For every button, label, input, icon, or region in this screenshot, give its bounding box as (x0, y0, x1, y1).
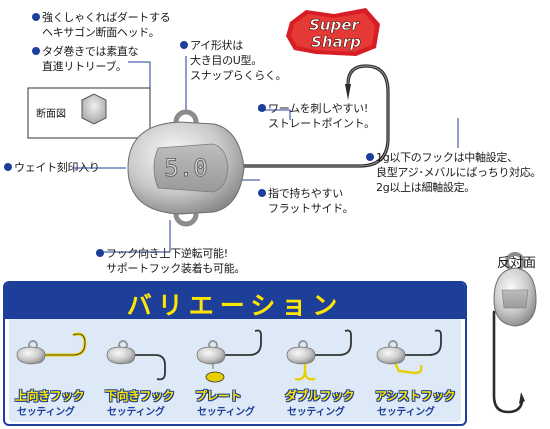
variation-name: ダブルフック (285, 389, 355, 403)
weight-mark: 5.0 (164, 154, 207, 182)
cross-section-label: 断面図 (36, 109, 66, 120)
bullet-icon (32, 47, 40, 55)
variation-sub: セッティング (287, 407, 345, 418)
note-weight: ウェイト刻印入り (4, 160, 100, 175)
variation-sub: セッティング (107, 407, 165, 418)
bullet-icon (366, 153, 374, 161)
assist-hook-icon (376, 329, 442, 375)
variation-name: 上向きフック (15, 389, 85, 403)
flat-side-icon (153, 143, 229, 193)
note-retrieve: タダ巻きでは素直な 直進リトリーブ。 (32, 44, 139, 74)
bullet-icon (180, 41, 188, 49)
back-side-illustration (492, 252, 537, 414)
variation-name: プレート (195, 389, 242, 403)
hook-point-icon (345, 84, 351, 100)
variation-sub: セッティング (17, 407, 75, 418)
bullet-icon (258, 189, 266, 197)
note-eye: アイ形状は 大き目のU型。 スナップらくらく。 (180, 38, 287, 83)
note-finger: 指で持ちやすい フラットサイド。 (258, 186, 354, 216)
badge-line2: Sharp (311, 33, 361, 51)
variation-assist-hook: アシストフック セッティング (371, 329, 457, 421)
note-reverse: フック向き上下逆転可能! サポートフック装着も可能。 (96, 246, 245, 276)
double-hook-icon (286, 329, 352, 381)
note-worm: ワームを刺しやすい! ストレートポイント。 (258, 101, 375, 131)
bullet-icon (96, 249, 104, 257)
bullet-icon (258, 104, 266, 112)
plate-icon (196, 329, 262, 383)
super-sharp-badge: Super Sharp (286, 8, 380, 56)
hook-down-icon (106, 340, 166, 381)
hook-up-icon (16, 332, 87, 365)
badge-line1: Super (309, 16, 360, 34)
variation-name: 下向きフック (105, 389, 175, 403)
variation-hook-down: 下向きフック セッティング (101, 329, 187, 421)
variation-double-hook: ダブルフック セッティング (281, 329, 367, 421)
variation-sub: セッティング (377, 407, 435, 418)
variations-title: バリエーション (126, 291, 344, 320)
variations-header: バリエーション (5, 283, 465, 320)
back-side-label: 反対面 (497, 256, 537, 271)
bullet-icon (32, 13, 40, 21)
note-hex-head: 強くしゃくればダートする ヘキサゴン断面ヘッド。 (32, 10, 171, 40)
variation-plate: プレート セッティング (191, 329, 277, 421)
note-hook-wire: 1g以下のフックは中軸設定、 良型アジ･メバルにばっちり対応。 2g以上は細軸設… (366, 150, 542, 195)
variation-sub: セッティング (197, 407, 255, 418)
variation-hook-up: 上向きフック セッティング (11, 329, 97, 421)
bullet-icon (4, 163, 12, 171)
hexagon-section-icon (81, 93, 107, 125)
variation-name: アシストフック (375, 389, 456, 403)
leader-reverse (98, 220, 171, 253)
variations-section: バリエーション 上向きフック セッティング 下向きフック セッティング (3, 281, 467, 426)
leader-worm (258, 109, 291, 120)
